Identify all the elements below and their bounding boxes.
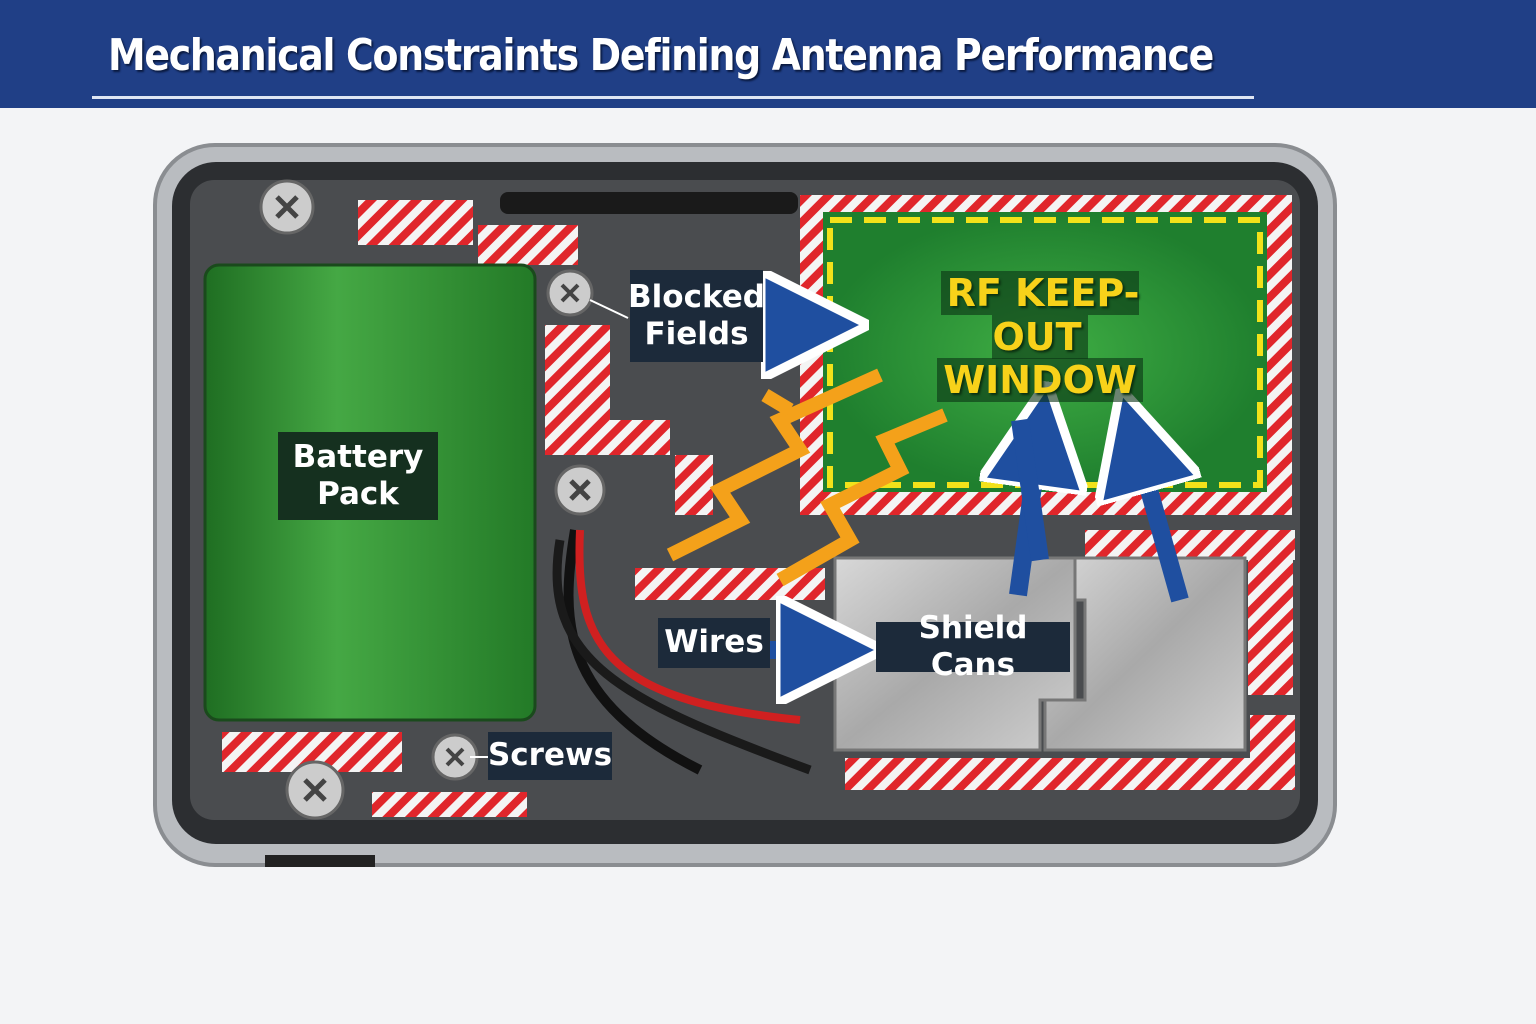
direction-arrows (765, 325, 1180, 650)
screw-icon (431, 733, 479, 781)
screw-icon (285, 760, 345, 820)
screw-icon (546, 269, 594, 317)
wires-label: Wires (658, 618, 770, 668)
top-cable (500, 192, 798, 214)
screw-icon (554, 464, 606, 516)
screw-icons (259, 179, 606, 820)
interference-lightning-icons (666, 368, 948, 587)
battery-pack-label: Battery Pack (278, 432, 438, 520)
page-title: Mechanical Constraints Defining Antenna … (108, 30, 1214, 81)
wires (552, 529, 812, 775)
rf-keepout-label: RF KEEP-OUT WINDOW (900, 271, 1180, 403)
blocked-fields-label: Blocked Fields (628, 270, 765, 362)
title-underline (92, 96, 1254, 99)
screws-label: Screws (488, 732, 612, 780)
rf-window-dashed-border (827, 217, 1263, 488)
blocked-leader-line (589, 299, 629, 319)
shield-cans-label: Shield Cans (876, 610, 1070, 683)
title-bar: Mechanical Constraints Defining Antenna … (0, 0, 1536, 108)
screw-icon (259, 179, 315, 235)
